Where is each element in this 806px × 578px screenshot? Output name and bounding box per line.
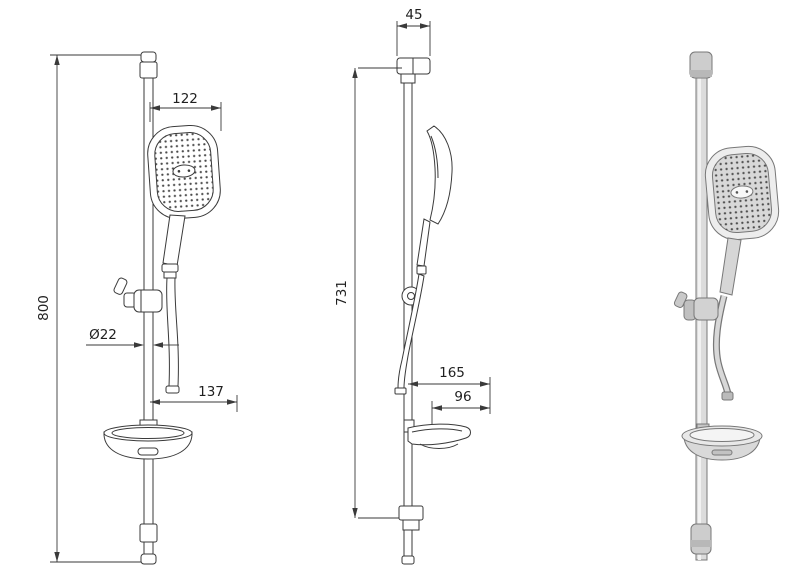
side-bottom-wall-bracket (398, 505, 424, 521)
render-logo-dot (745, 190, 749, 193)
side-hose-group (394, 273, 425, 395)
dim-731: 731 (334, 67, 402, 519)
dim-165: 165 (408, 365, 491, 414)
front-logo-dot (177, 170, 181, 173)
dim-45: 45 (396, 7, 431, 56)
front-hose-end (165, 385, 180, 394)
render-dish-slot (711, 449, 733, 456)
front-soap-dish (103, 419, 193, 460)
front-hose-nut (163, 271, 177, 279)
render-slider-holder (673, 291, 719, 321)
dim-label-dish-inner-depth: 96 (454, 389, 471, 405)
side-slide-bar (396, 57, 431, 565)
front-head-logo (172, 164, 196, 178)
render-hose-end (721, 391, 734, 401)
front-bar-bottom-cap (140, 553, 157, 565)
dim-label-dish-depth: 165 (439, 365, 465, 381)
side-dish-body (407, 423, 471, 446)
dim-label-bar-diameter: Ø22 (89, 327, 117, 343)
render-logo-dot (735, 191, 739, 194)
render-top-bracket-band (690, 70, 712, 77)
dim-label-bracket-depth: 45 (405, 7, 422, 23)
render-hose (714, 295, 731, 395)
render-head-logo (730, 185, 754, 199)
front-top-wall-bracket (139, 61, 158, 79)
dim-diameter-22: Ø22 (86, 327, 179, 348)
side-head-detail (430, 135, 439, 179)
side-dish-bottom (419, 443, 459, 449)
front-slider-holder (113, 277, 163, 313)
side-bottom-collar (402, 519, 420, 531)
side-dish-inner (411, 428, 463, 433)
side-head-profile (426, 125, 453, 225)
dim-label-head-width: 122 (172, 91, 198, 107)
side-soap-dish (403, 419, 471, 449)
render-bottom-bracket-band (691, 540, 711, 547)
dim-122: 122 (149, 91, 222, 131)
render-dish-inner (689, 428, 755, 442)
side-bar-rail (403, 59, 413, 561)
front-handle-hose (161, 214, 186, 394)
front-logo-dot (187, 169, 191, 172)
side-top-collar (400, 73, 416, 84)
render-bottom-bracket (690, 523, 712, 555)
side-bar-bottom-cap (401, 555, 415, 565)
render-handle (719, 237, 742, 296)
dim-96: 96 (431, 389, 490, 424)
side-hose-connector (416, 265, 427, 275)
side-handle (416, 218, 431, 267)
dim-label-soap-dish-width: 137 (198, 384, 224, 400)
front-holder-lever (113, 277, 128, 295)
front-view: 122 800 Ø22 137 (36, 51, 238, 565)
front-dish-inner-rim (111, 427, 185, 439)
dim-800: 800 (36, 54, 141, 563)
front-hose-connector (161, 263, 179, 273)
render-holder-body (693, 297, 719, 321)
front-handle (162, 214, 186, 267)
front-shower-head (147, 124, 221, 220)
render-shower-head (704, 145, 780, 241)
render-handle-hose (712, 237, 742, 401)
render-view (673, 51, 780, 561)
front-holder-body (133, 289, 163, 313)
render-soap-dish (681, 423, 763, 461)
dim-137: 137 (150, 384, 238, 412)
front-dish-slot (137, 447, 159, 456)
front-bottom-wall-bracket (139, 523, 158, 543)
side-hose-end (394, 387, 407, 395)
dim-label-overall-height: 800 (36, 295, 52, 321)
front-bar-top-cap (140, 51, 157, 63)
side-holder-knob-center (407, 292, 415, 300)
front-hose (166, 277, 179, 387)
dim-label-rail-length: 731 (334, 280, 350, 306)
side-shower-head (416, 125, 453, 275)
side-view: 45 731 165 96 (334, 7, 491, 565)
